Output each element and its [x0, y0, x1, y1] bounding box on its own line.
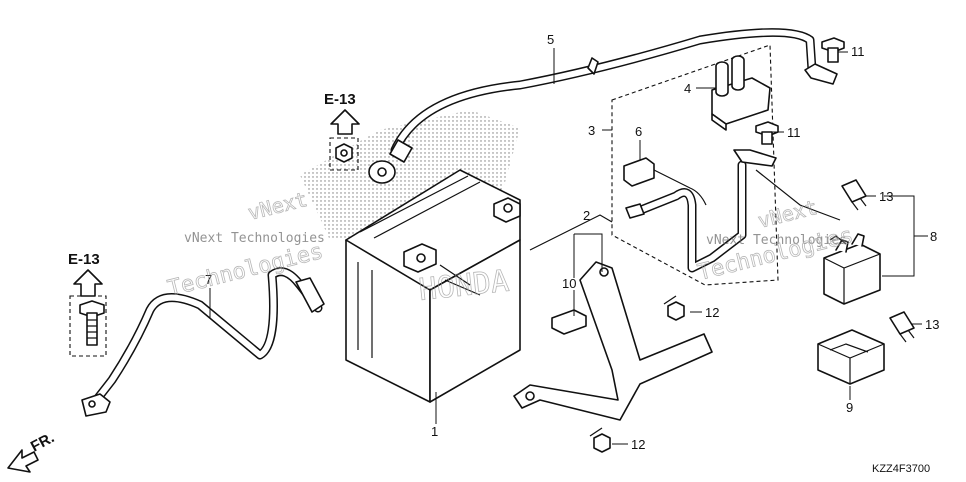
positive-cable-part-5 [368, 28, 838, 184]
up-arrow-icon-top [330, 109, 360, 135]
fuse-part-13-lower [889, 311, 915, 343]
up-arrow-icon-left [73, 269, 103, 297]
callout-1: 1 [431, 424, 438, 439]
group-box-part-3 [611, 44, 779, 286]
callout-13-upper: 13 [879, 189, 893, 204]
callout-11-lower: 11 [787, 125, 801, 140]
bolt-part-12-lower [589, 427, 611, 453]
callout-11-upper: 11 [851, 44, 865, 59]
nut-top [329, 137, 359, 171]
bolt-part-12-upper [663, 295, 685, 321]
callout-8: 8 [930, 229, 937, 244]
callout-13-lower: 13 [925, 317, 939, 332]
battery-bracket-part-2 [513, 261, 713, 421]
callout-9: 9 [846, 400, 853, 415]
callout-10: 10 [562, 276, 576, 291]
fuse-part-13-upper [841, 179, 867, 211]
svg-text:vNext: vNext [245, 187, 309, 225]
callout-3: 3 [588, 123, 595, 138]
callout-7: 7 [205, 272, 212, 287]
starter-relay-part-8 [823, 233, 881, 305]
watermark-text-left: vNext Technologies [184, 231, 325, 246]
relay-boot-part-4 [711, 55, 771, 131]
diagram-code: KZZ4F3700 [872, 463, 930, 475]
reference-e13-top: E-13 [324, 91, 356, 108]
negative-cable-part-7 [81, 267, 325, 417]
bolt-part-11-upper [821, 37, 845, 63]
callout-5: 5 [547, 32, 554, 47]
relay-cover-part-9 [817, 329, 885, 385]
bolt-part-11-lower [755, 121, 779, 145]
callout-6: 6 [635, 124, 642, 139]
front-arrow-icon [7, 449, 39, 473]
callout-12-lower: 12 [631, 437, 645, 452]
callout-4: 4 [684, 81, 691, 96]
battery-part-1 [345, 169, 521, 403]
direction-label: FR. [28, 429, 57, 455]
leader-lines [209, 48, 928, 445]
relay-wire-harness [529, 149, 841, 273]
watermark-text-right: vNext Technologies [706, 233, 847, 248]
ground-bolt [69, 295, 107, 357]
callout-2: 2 [583, 208, 590, 223]
callout-12-upper: 12 [705, 305, 719, 320]
reference-e13-left: E-13 [68, 251, 100, 268]
connector-part-6 [623, 157, 707, 206]
pad-part-10 [551, 309, 587, 335]
svg-text:vNext: vNext [755, 195, 819, 233]
